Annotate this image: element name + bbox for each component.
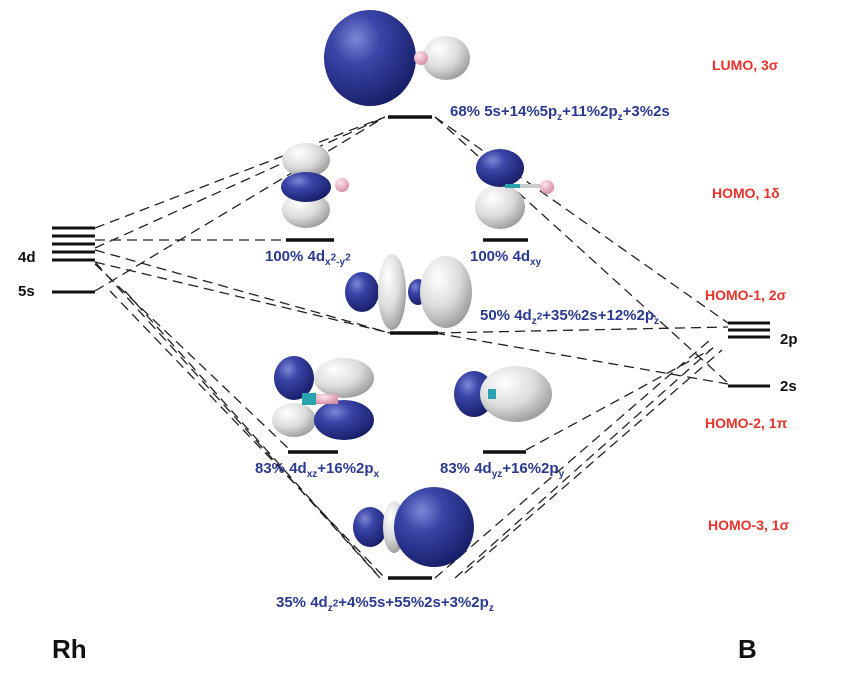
- rh-5s-label: 5s: [18, 283, 35, 300]
- atom-label-rh: Rh: [52, 634, 87, 664]
- dyz-orbital: [454, 366, 552, 422]
- composition-lumo: 68% 5s+14%5pz+11%2pz+3%2s: [450, 103, 670, 123]
- atom-label-b: B: [738, 634, 757, 664]
- mo-name-homo2: HOMO-2, 1π: [705, 415, 788, 431]
- composition-dx2y2: 100% 4dx2-y2: [265, 248, 351, 268]
- mo-name-homo: HOMO, 1δ: [712, 185, 780, 201]
- composition-dxz: 83% 4dxz+16%2px: [255, 460, 380, 480]
- correlation-lines: [94, 116, 729, 579]
- homo1-orbital: [345, 254, 472, 330]
- composition-dyz: 83% 4dyz+16%2py: [440, 460, 565, 480]
- b-2p-levels: [728, 321, 770, 339]
- composition-dxy: 100% 4dxy: [470, 248, 542, 268]
- rh-4d-levels: [52, 226, 95, 262]
- mo-name-homo3: HOMO-3, 1σ: [708, 517, 790, 533]
- dxy-orbital: [475, 149, 554, 229]
- mo-name-lumo: LUMO, 3σ: [712, 57, 779, 73]
- mo-levels: [286, 115, 528, 580]
- homo3-orbital: [353, 487, 474, 567]
- dxz-orbital: [272, 356, 374, 440]
- lumo-orbital: [324, 10, 470, 106]
- composition-homo1: 50% 4dz2+35%2s+12%2pz: [480, 307, 660, 327]
- b-2p-label: 2p: [780, 331, 798, 348]
- b-2s-label: 2s: [780, 378, 797, 395]
- composition-homo3: 35% 4dz2+4%5s+55%2s+3%2pz: [276, 594, 494, 614]
- mo-name-homo1: HOMO-1, 2σ: [705, 287, 787, 303]
- dx2y2-orbital: [281, 143, 349, 228]
- rh-4d-label: 4d: [18, 249, 36, 266]
